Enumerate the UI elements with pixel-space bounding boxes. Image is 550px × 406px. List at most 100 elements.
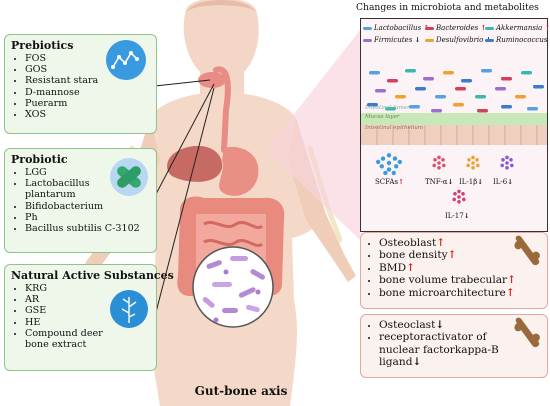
metabolite-dot [510,163,514,168]
prebiotic-chain-icon [106,40,146,80]
arrow-up-icon: ↑ [398,177,404,186]
bacterium-rod [415,87,426,91]
bacterium-rod [375,89,386,93]
bacterium-rod [443,71,454,75]
legend-label: Firmicutes [374,36,415,44]
metabolite-dot [475,158,479,162]
mucus-label: Mucus layer [365,114,400,120]
probiotic-box: Probiotic LGG Lactobacillus plantarum Bi… [4,148,157,253]
metabolite-dot [452,197,456,202]
metabolite-dot [376,159,381,165]
metabolite-label: SCFAs↑ [375,177,404,186]
microbiota-header: Changes in microbiota and metabolites [356,2,539,13]
metabolite-name: IL-1β [459,178,478,186]
metabolite-label: IL-6↓ [493,177,513,186]
effect-text: Osteoblast [379,237,437,249]
legend-label: Lactobacillus [374,24,424,32]
epithelium-label: Intestinal epithelium [365,125,424,131]
natural-active-substances-box: Natural Active Substances KRG AR GSE HE … [4,264,174,371]
arrow-up-icon: ↑ [406,261,416,274]
metabolite-dot [471,166,475,170]
list-item: bone microarchitecture↑ [379,287,516,299]
metabolite-dot [383,170,388,176]
metabolite-dot [457,195,461,199]
list-item: GOS [25,64,98,75]
bacteria-swatch-icon [363,38,372,42]
bacterium-rod [533,85,544,89]
metabolite-dot [432,163,436,168]
bacterium-rod [395,95,406,99]
bacterium-rod [387,79,398,83]
bacteria-swatch-icon [363,26,372,30]
herb-plant-icon [110,290,148,328]
bacterium-rod [385,107,396,111]
mucus-layer [361,113,547,125]
metabolite-dot [442,163,446,168]
metabolite-dot [392,156,398,161]
metabolite-dot [476,163,480,168]
metabolite-dot [386,160,392,166]
list-item: Osteoblast↑ [379,237,516,249]
effect-text: receptoractivator of nuclear factorkappa… [379,331,499,369]
list-item: Compound deer bone extract [25,328,117,350]
metabolite-dot [397,159,402,165]
list-item: GSE [25,305,117,316]
bone-icon [514,317,540,348]
list-item: HE [25,317,117,328]
prebiotics-title: Prebiotics [11,39,74,52]
figure-title: Gut-bone axis [194,384,288,398]
bacterium-rod [453,103,464,107]
metabolite-dot [386,167,392,172]
arrow-down-icon: ↓ [435,319,445,331]
osteoclast-list: Osteoclast↓receptoractivator of nuclear … [367,319,519,369]
legend-item-akkermansia: Akkermansia ↑ [485,23,550,32]
bacterium-rod [495,87,506,91]
prebiotics-box: Prebiotics FOS GOS Resistant stara D-man… [4,34,157,134]
prebiotics-list: FOS GOS Resistant stara D-mannose Puerar… [13,53,98,120]
bacterium-rod [369,71,380,75]
bacteria-icon [110,158,148,196]
arrow-down-icon: ↓ [412,356,422,369]
list-item: Ph [25,212,153,223]
list-item: AR [25,294,117,305]
bacterium-rod [515,95,526,99]
arrow-up-icon: ↑ [507,274,516,287]
list-item: LGG [25,167,153,178]
legend-label: Desulfovibrio [436,36,486,44]
effect-text: bone volume trabecular [379,274,508,287]
list-item: Osteoclast↓ [379,319,519,331]
osteoclast-effects-box: Osteoclast↓receptoractivator of nuclear … [360,314,548,378]
metabolite-label: IL-17↓ [445,211,470,220]
list-item: XOS [25,109,98,120]
list-item: D-mannose [25,87,98,98]
metabolite-dot [394,164,399,169]
metabolite-name: IL-6 [493,178,508,186]
bacterium-rod [405,69,416,73]
list-item: Bifidobacterium [25,201,153,212]
metabolite-dot [437,155,441,160]
effect-text: bone density [379,249,448,262]
list-item: Bacillus subtilis C-3102 [25,223,153,234]
osteoblast-list: Osteoblast↑bone density↑BMD↑bone volume … [367,237,516,299]
metabolite-dot [391,170,396,176]
metabolite-dot [379,164,384,169]
list-item: KRG [25,283,117,294]
effect-text: BMD [379,261,407,274]
metabolite-dot [437,161,441,165]
metabolite-dot [471,155,475,160]
metabolite-dot [457,200,461,204]
arrow-up-icon: ↑ [544,23,550,32]
bone-icon [514,235,540,266]
arrow-down-icon: ↓ [477,177,484,186]
legend-item-ruminococcus: Ruminococcus ↓ [485,35,550,44]
arrow-down-icon: ↓ [414,35,421,44]
list-item: bone volume trabecular↑ [379,274,516,286]
bacterium-rod [455,87,466,91]
bacterium-rod [477,109,488,113]
microbiota-panel: Lactobacillus ↑Bacteroides ↑Akkermansia … [360,18,550,232]
arrow-up-icon: ↑ [447,249,457,262]
legend-item-desulfovibrio: Desulfovibrio ↓ [425,35,491,44]
metabolite-dots [376,153,514,204]
metabolite-dot [501,158,505,162]
